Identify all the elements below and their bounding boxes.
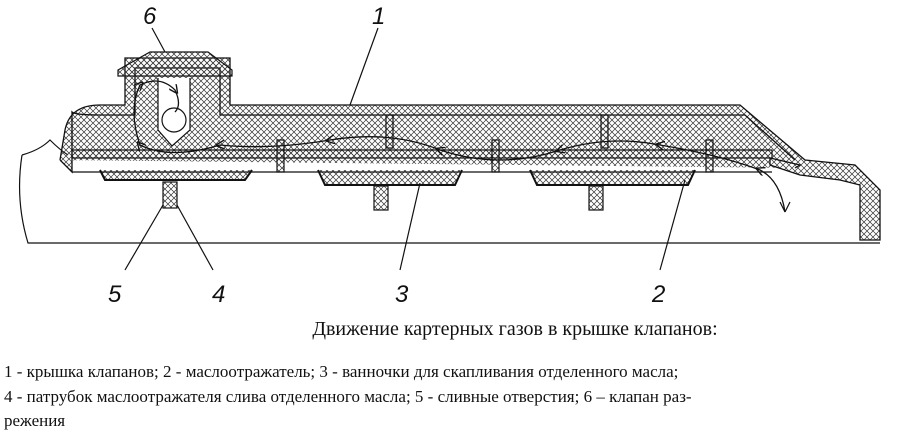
leader-3: [399, 182, 421, 271]
callout-1: 1: [372, 3, 385, 30]
callout-3: 3: [395, 281, 409, 308]
gas-flow-arrow: [133, 80, 786, 213]
legend-line-2: 4 - патрубок маслоотражателя слива отдел…: [4, 387, 692, 406]
callout-4: 4: [212, 281, 225, 308]
callout-2: 2: [651, 281, 665, 308]
drain-tube-1: [162, 181, 178, 209]
drain-tube-2: [373, 185, 389, 211]
drain-tube-3: [588, 185, 604, 211]
leader-5: [124, 204, 164, 271]
oil-deflector: [71, 149, 773, 159]
legend-line-1: 1 - крышка клапанов; 2 - маслоотражатель…: [4, 362, 679, 381]
leader-2: [659, 179, 686, 271]
leader-4: [176, 204, 214, 271]
leader-1: [349, 27, 379, 106]
vacuum-valve-cap: [117, 51, 233, 77]
leader-6: [151, 27, 166, 53]
callout-6: 6: [143, 3, 157, 30]
figure-caption: Движение картерных газов в крышке клапан…: [312, 318, 718, 340]
legend-line-3: режения: [4, 411, 66, 430]
valve-cover-cross-section: 6 1 5 4 3 2: [18, 3, 881, 308]
callout-5: 5: [108, 281, 122, 308]
